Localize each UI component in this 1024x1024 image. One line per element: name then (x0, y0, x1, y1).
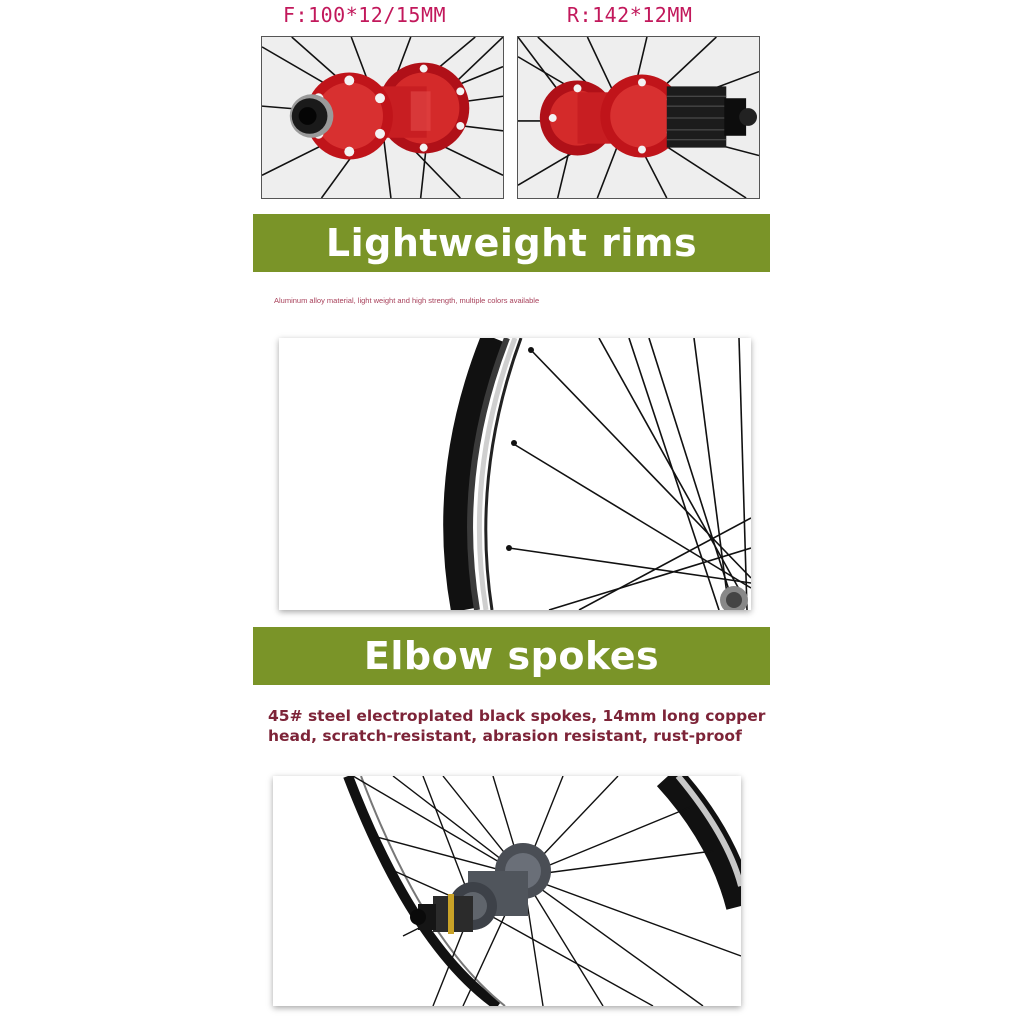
rims-section-title: Lightweight rims (325, 221, 698, 265)
spokes-caption: 45# steel electroplated black spokes, 14… (268, 706, 788, 746)
front-hub-label: F:100*12/15MM (283, 3, 447, 27)
spokes-caption-line-1: 45# steel electroplated black spokes, 14… (268, 707, 766, 725)
rims-section-banner: Lightweight rims (253, 214, 770, 272)
spokes-section-banner: Elbow spokes (253, 627, 770, 685)
front-hub-photo (261, 36, 504, 199)
rims-caption: Aluminum alloy material, light weight an… (274, 296, 540, 305)
hub-spokes-photo (273, 776, 741, 1006)
rear-hub-photo (517, 36, 760, 199)
rear-hub-label: R:142*12MM (567, 3, 693, 27)
rim-photo (279, 338, 751, 610)
spokes-section-title: Elbow spokes (363, 634, 660, 678)
spokes-caption-line-2: head, scratch-resistant, abrasion resist… (268, 727, 742, 745)
